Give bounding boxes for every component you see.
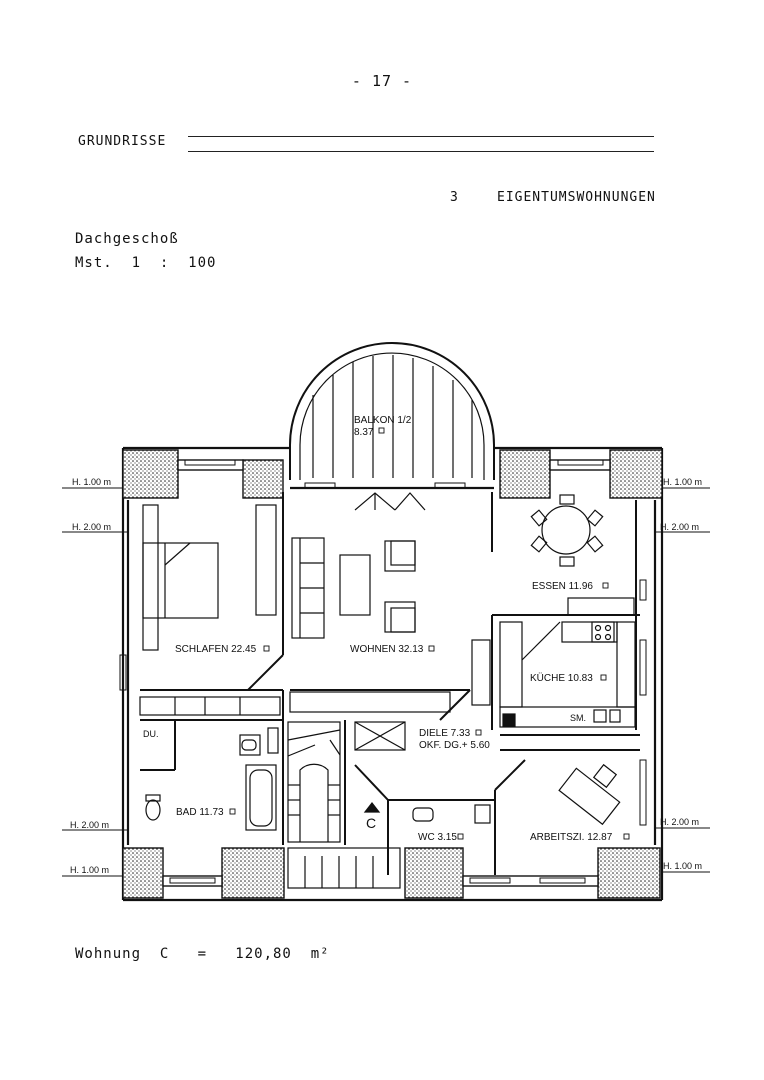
staircase xyxy=(287,721,401,889)
office-furniture xyxy=(558,763,621,826)
label-diele: DIELE 7.33 xyxy=(419,728,471,739)
height-label-left-bottom-1: H. 1.00 m xyxy=(70,865,109,875)
height-label-right-bottom-2: H. 2.00 m xyxy=(660,817,699,827)
roof-edges xyxy=(122,449,663,899)
room-labels: BALKON 1/2 8.37 SCHLAFEN 22.45 WOHNEN 32… xyxy=(143,415,613,843)
unit-count: 3 xyxy=(450,190,459,205)
label-arbeitszi: ARBEITSZI. 12.87 xyxy=(530,832,613,843)
dining-furniture xyxy=(530,494,635,616)
section-title: GRUNDRISSE xyxy=(78,134,167,149)
height-label-right-top-2: H. 2.00 m xyxy=(660,522,699,532)
balcony xyxy=(289,342,495,480)
title-rule-lower xyxy=(188,151,654,152)
floor-name: Dachgeschoß xyxy=(75,231,179,247)
outer-walls xyxy=(121,446,664,902)
label-okf: OKF. DG.+ 5.60 xyxy=(419,740,490,751)
page-number: - 17 - xyxy=(351,72,413,90)
hall-furniture xyxy=(139,639,491,751)
bathroom-fixtures xyxy=(145,727,491,831)
label-kueche: KÜCHE 10.83 xyxy=(530,672,593,684)
label-unit-c: C xyxy=(366,815,376,831)
label-wc: WC 3.15 xyxy=(418,832,457,843)
unit-area-summary: Wohnung C = 120,80 m² xyxy=(75,946,330,962)
title-rule-upper xyxy=(188,136,654,137)
height-markers xyxy=(62,487,710,877)
height-label-left-top-1: H. 1.00 m xyxy=(72,477,111,487)
label-balkon-area: 8.37 xyxy=(354,427,374,438)
area-markers xyxy=(229,427,630,840)
height-label-left-top-2: H. 2.00 m xyxy=(72,522,111,532)
windows xyxy=(119,459,647,884)
height-label-left-bottom-2: H. 2.00 m xyxy=(70,820,109,830)
label-essen: ESSEN 11.96 xyxy=(532,581,593,592)
label-balkon: BALKON 1/2 xyxy=(354,415,412,426)
bedroom-furniture xyxy=(142,504,277,651)
label-bad: BAD 11.73 xyxy=(176,807,224,818)
height-labels: H. 1.00 m H. 2.00 m H. 2.00 m H. 1.00 m … xyxy=(70,477,702,875)
kitchen-furniture xyxy=(499,621,636,728)
label-schlafen: SCHLAFEN 22.45 xyxy=(175,644,257,655)
label-du: DU. xyxy=(143,729,159,739)
label-wohnen: WOHNEN 32.13 xyxy=(350,644,424,655)
living-furniture xyxy=(291,492,426,639)
unit-heading: EIGENTUMSWOHNUNGEN xyxy=(497,190,656,205)
label-sm: SM. xyxy=(570,713,586,723)
height-label-right-bottom-1: H. 1.00 m xyxy=(663,861,702,871)
height-label-right-top-1: H. 1.00 m xyxy=(663,477,702,487)
scale-label: Mst. 1 : 100 xyxy=(75,255,217,271)
